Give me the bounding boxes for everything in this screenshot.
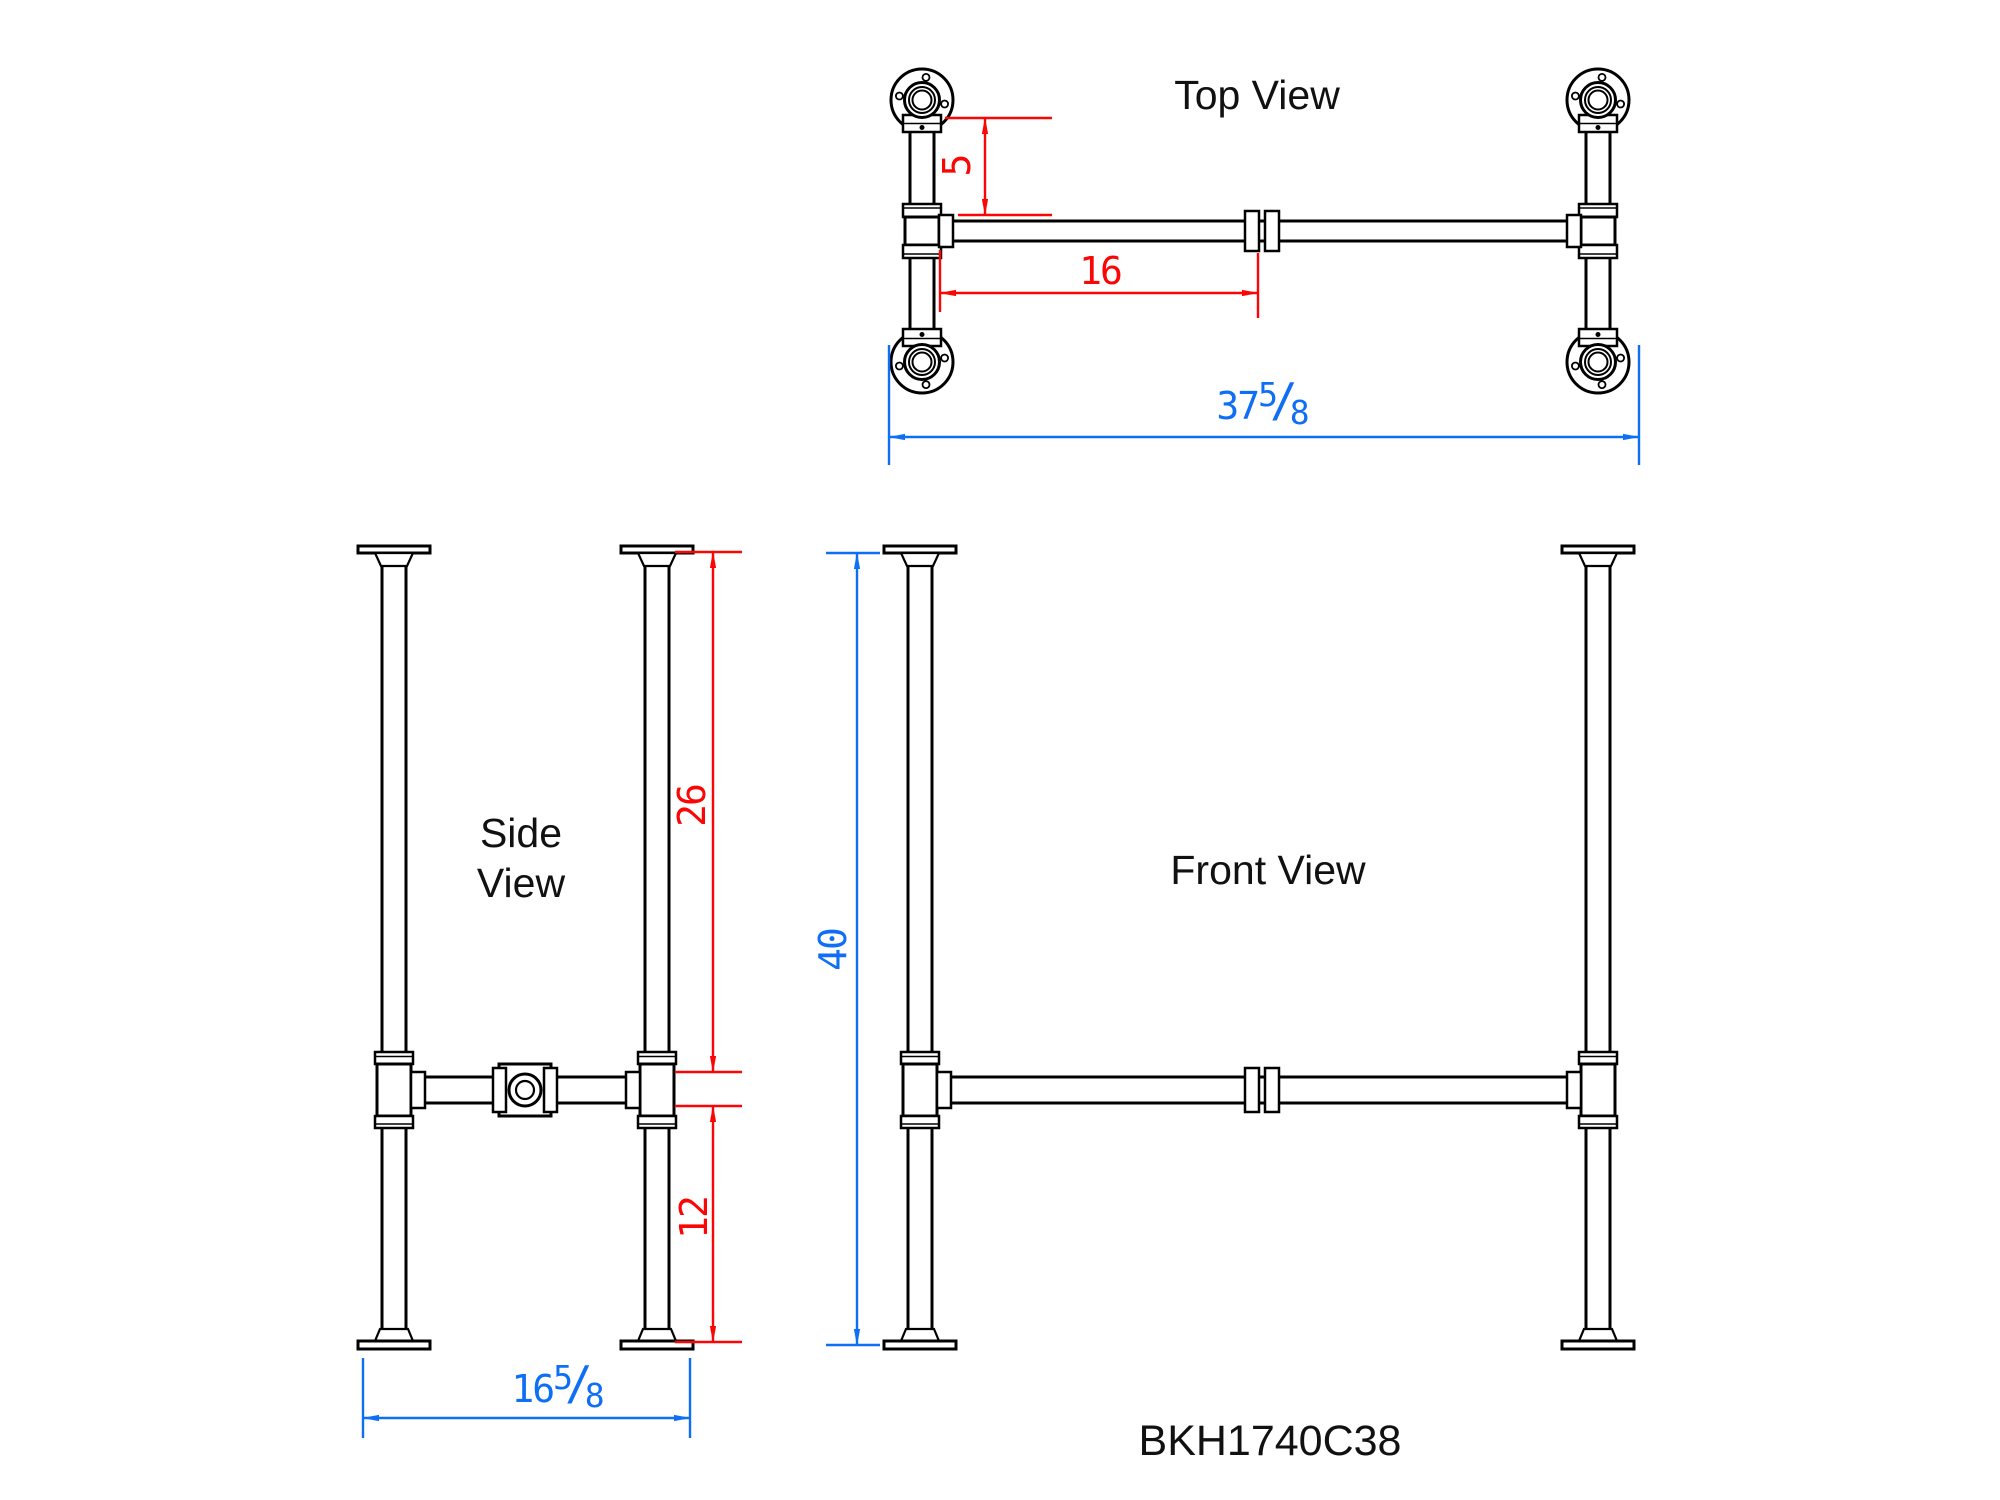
side-view-drawing	[356, 544, 695, 1351]
dim-floor-to-rail: 12	[672, 1197, 716, 1239]
dim-leg-to-center-rail: 16	[1079, 249, 1123, 293]
dim-overall-depth: 165/8	[511, 1360, 604, 1412]
dim-flange-to-rail: 5	[935, 155, 979, 177]
dim-overall-depth-whole: 16	[511, 1367, 555, 1411]
dim-overall-width-numerator: 5	[1258, 375, 1278, 414]
front-view-cross-rail	[935, 1066, 1583, 1114]
side-view-title: Side View	[477, 808, 565, 908]
blue-dimension-lines	[361, 345, 1641, 1438]
side-view-cross-rail	[409, 1062, 642, 1118]
top-view-title: Top View	[1174, 71, 1340, 118]
dim-overall-depth-slash: /	[565, 1356, 593, 1410]
dim-overall-width-slash: /	[1270, 373, 1298, 427]
top-view-cross-rail	[937, 209, 1583, 253]
dim-overall-width-whole: 37	[1216, 384, 1260, 428]
dim-overall-width-denominator: 8	[1289, 393, 1310, 432]
dim-overall-depth-numerator: 5	[553, 1358, 573, 1397]
side-view-title-line1: Side	[479, 809, 563, 856]
dim-overall-height: 40	[811, 929, 855, 971]
dim-rail-to-top: 26	[670, 785, 714, 827]
dim-overall-depth-denominator: 8	[584, 1376, 605, 1415]
front-view-title: Front View	[1170, 846, 1366, 893]
dim-overall-width: 375/8	[1216, 377, 1309, 429]
model-number: BKH1740C38	[1138, 1416, 1402, 1465]
red-dimension-lines	[675, 116, 1260, 1344]
front-view-drawing	[882, 544, 1636, 1351]
top-view-drawing	[889, 67, 1631, 395]
side-view-title-line2: View	[476, 860, 566, 906]
